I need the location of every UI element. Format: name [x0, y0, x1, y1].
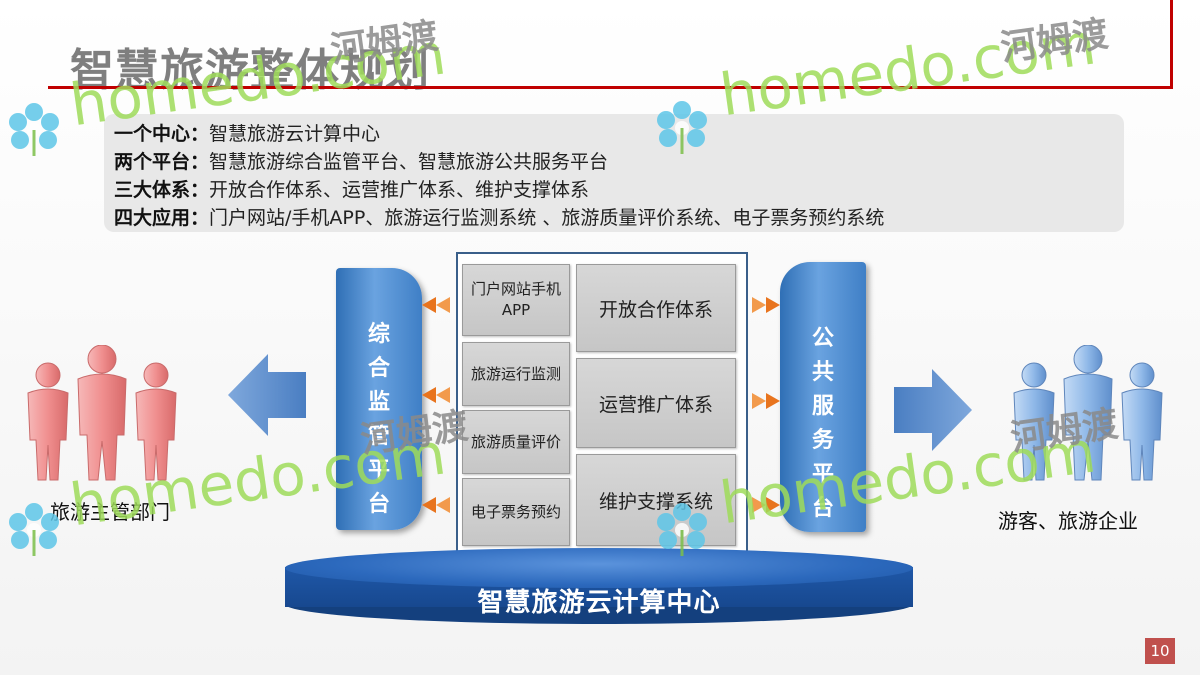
government-people-icon	[27, 345, 177, 481]
page-number: 10	[1145, 638, 1175, 664]
small-right-arrow-icon	[752, 393, 780, 409]
summary-row: 两个平台：智慧旅游综合监管平台、智慧旅游公共服务平台	[114, 148, 1114, 176]
application-system-panel: 门户网站手机APP 旅游运行监测 旅游质量评价 电子票务预约 开放合作体系 运营…	[456, 252, 748, 554]
platform-char: 平	[367, 458, 390, 483]
summary-row: 四大应用：门户网站/手机APP、旅游运行监测系统 、旅游质量评价系统、电子票务预…	[114, 204, 1114, 232]
title-divider	[48, 86, 1172, 89]
app-cell-ticketing: 电子票务预约	[462, 478, 570, 546]
tourist-people-icon	[1013, 345, 1163, 481]
app-cell-portal: 门户网站手机APP	[462, 264, 570, 336]
platform-char: 管	[367, 424, 390, 449]
summary-label: 两个平台：	[114, 151, 210, 173]
left-arrow-icon	[228, 354, 306, 436]
summary-label: 一个中心：	[114, 123, 210, 145]
watermark-flower-icon	[657, 101, 707, 154]
system-cell-maintenance: 维护支撑系统	[576, 454, 736, 546]
platform-char: 台	[367, 492, 390, 517]
right-arrow-icon	[894, 369, 972, 451]
summary-text: 开放合作体系、运营推广体系、维护支撑体系	[209, 179, 590, 201]
summary-label: 三大体系：	[114, 179, 210, 201]
left-group-label: 旅游主管部门	[50, 500, 170, 524]
platform-char: 共	[811, 360, 834, 385]
watermark-flower-icon	[9, 503, 59, 556]
platform-char: 综	[367, 322, 390, 347]
summary-row: 一个中心：智慧旅游云计算中心	[114, 120, 1114, 148]
small-right-arrow-icon	[752, 297, 780, 313]
small-left-arrow-icon	[422, 387, 450, 403]
small-right-arrow-icon	[752, 497, 780, 513]
summary-text: 门户网站/手机APP、旅游运行监测系统 、旅游质量评价系统、电子票务预约系统	[209, 207, 885, 229]
title-divider-cap	[1170, 0, 1173, 89]
small-left-arrow-icon	[422, 497, 450, 513]
platform-char: 平	[811, 462, 834, 487]
cloud-center-base-top	[285, 548, 913, 588]
platform-char: 服	[811, 394, 834, 419]
watermark-flower-icon	[657, 503, 707, 556]
small-left-arrow-icon	[422, 297, 450, 313]
right-group-label: 游客、旅游企业	[998, 509, 1138, 533]
summary-label: 四大应用：	[114, 207, 210, 229]
platform-char: 合	[367, 356, 390, 381]
public-service-platform: 公 共 服 务 平 台	[780, 262, 866, 532]
summary-text: 智慧旅游云计算中心	[209, 123, 381, 145]
supervision-platform: 综 合 监 管 平 台	[336, 268, 422, 530]
platform-char: 公	[811, 326, 834, 351]
platform-char: 务	[811, 428, 834, 453]
app-cell-monitoring: 旅游运行监测	[462, 342, 570, 406]
watermark-text: homedo.com	[716, 9, 1100, 130]
watermark-text: 河姆渡	[998, 13, 1111, 70]
summary-row: 三大体系：开放合作体系、运营推广体系、维护支撑体系	[114, 176, 1114, 204]
summary-box: 一个中心：智慧旅游云计算中心 两个平台：智慧旅游综合监管平台、智慧旅游公共服务平…	[104, 114, 1124, 232]
app-cell-quality: 旅游质量评价	[462, 410, 570, 474]
watermark-flower-icon	[9, 103, 59, 156]
platform-char: 台	[811, 496, 834, 521]
system-cell-promotion: 运营推广体系	[576, 358, 736, 448]
cloud-center-label: 智慧旅游云计算中心	[477, 588, 721, 618]
system-cell-open: 开放合作体系	[576, 264, 736, 352]
platform-char: 监	[367, 390, 390, 415]
summary-text: 智慧旅游综合监管平台、智慧旅游公共服务平台	[209, 151, 609, 173]
